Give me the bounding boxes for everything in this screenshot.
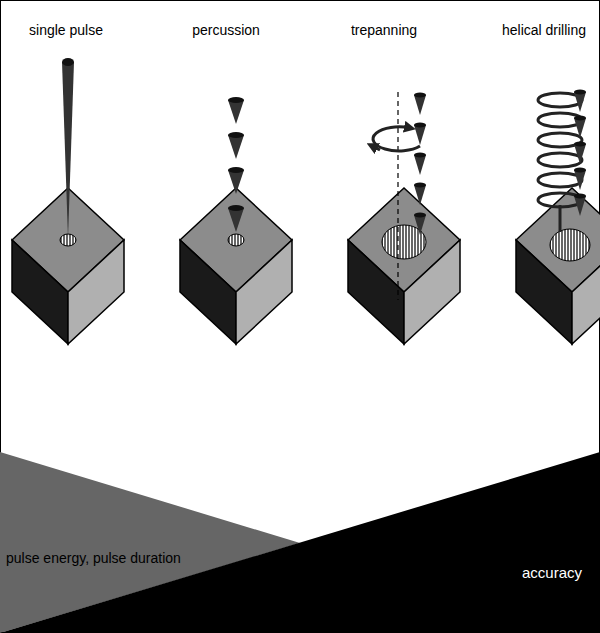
method-heading: single pulse — [29, 22, 103, 39]
accuracy-wedge: accuracy — [0, 452, 600, 633]
method-heading: trepanning — [351, 22, 417, 39]
helical-drilling-figure — [516, 90, 600, 345]
wedge-label: accuracy — [522, 564, 582, 582]
method-heading: percussion — [192, 22, 260, 39]
trepanning-figure — [348, 92, 460, 344]
percussion-figure — [180, 97, 292, 344]
single-pulse-figure — [12, 58, 124, 344]
wedge-label: pulse energy, pulse duration — [6, 550, 181, 567]
wedge-shape — [0, 452, 600, 633]
method-heading: helical drilling — [502, 22, 586, 39]
wedge-fill — [0, 452, 600, 633]
